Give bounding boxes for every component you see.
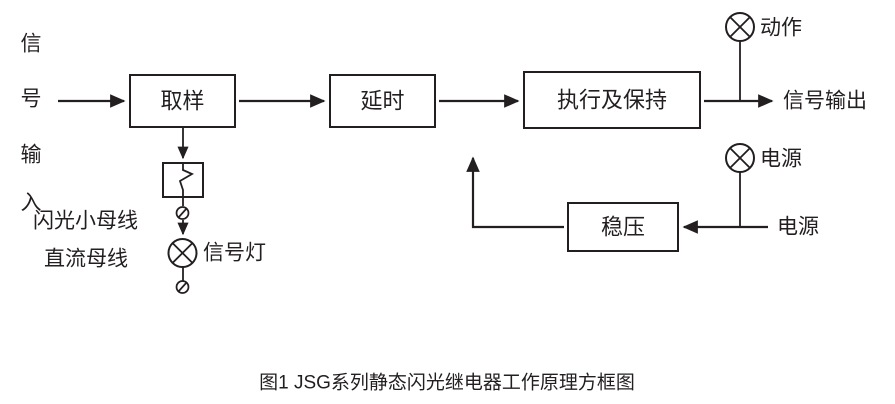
connector-regulator-to-execute — [466, 156, 564, 229]
signal-lamp-cross-2 — [171, 242, 194, 264]
block-delay: 延时 — [329, 74, 436, 128]
dc-bus-terminal-slash — [177, 281, 188, 293]
action-lamp-symbol — [725, 12, 755, 42]
block-sampling-label: 取样 — [160, 89, 204, 114]
relay-contact-symbol — [162, 162, 204, 198]
block-execute-hold-rect — [523, 71, 701, 129]
label-action-lamp: 动作 — [760, 17, 802, 40]
label-signal-output: 信号输出 — [783, 90, 867, 113]
label-signal-input-char-4: 入 — [21, 192, 42, 215]
block-sampling-rect — [129, 74, 236, 128]
block-voltage-regulator-rect — [567, 202, 679, 252]
figure-caption: 图1 JSG系列静态闪光继电器工作原理方框图 — [259, 372, 635, 394]
flash-bus-terminal-slash — [177, 207, 188, 219]
action-lamp-cross-2 — [729, 16, 751, 38]
label-power-lamp: 电源 — [760, 148, 802, 171]
label-flash-bus: 闪光小母线 — [33, 210, 138, 233]
label-power-input: 电源 — [777, 216, 819, 239]
block-delay-label: 延时 — [360, 89, 404, 114]
label-signal-lamp: 信号灯 — [203, 242, 266, 265]
label-signal-input-char-2: 号 — [21, 88, 42, 111]
block-sampling: 取样 — [129, 74, 236, 128]
label-signal-input-char-3: 输 — [21, 144, 42, 167]
relay-contact-blade — [178, 169, 194, 198]
block-delay-rect — [329, 74, 436, 128]
block-voltage-regulator: 稳压 — [567, 202, 679, 252]
flash-bus-terminal — [175, 206, 190, 220]
power-lamp-symbol — [725, 143, 755, 173]
label-signal-input-char-1: 信 — [21, 33, 42, 56]
dc-bus-terminal — [175, 280, 190, 294]
power-lamp-cross-2 — [729, 147, 751, 169]
block-voltage-regulator-label: 稳压 — [601, 215, 645, 240]
signal-lamp-symbol — [167, 238, 198, 268]
label-dc-bus: 直流母线 — [44, 248, 128, 271]
block-execute-hold-label: 执行及保持 — [557, 88, 667, 113]
block-execute-hold: 执行及保持 — [523, 71, 701, 129]
